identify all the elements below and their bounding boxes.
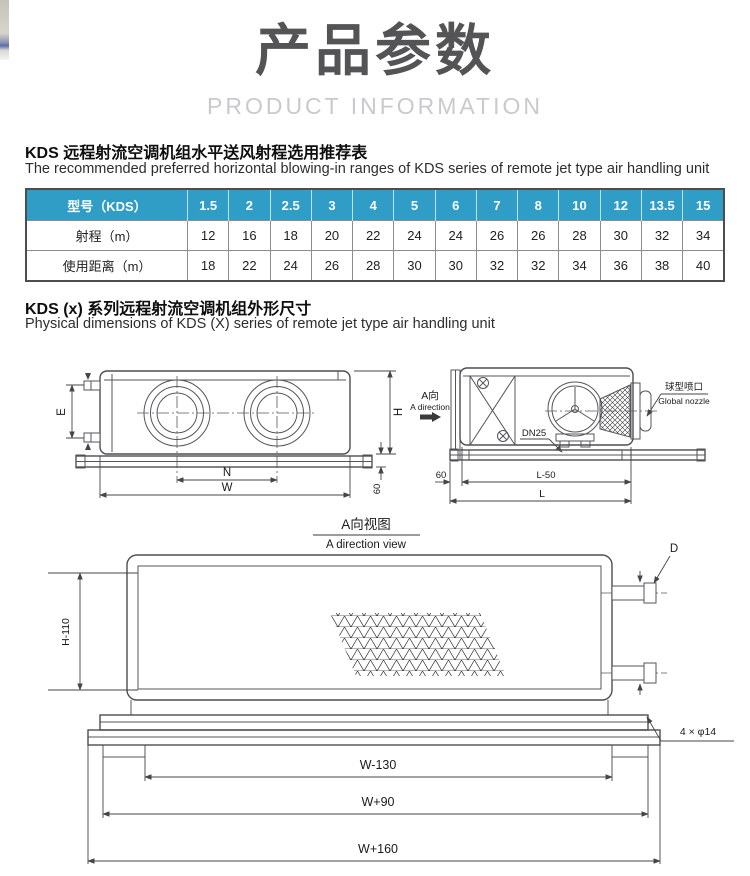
- table-header-cell: 3: [310, 189, 353, 221]
- table-cell: 16: [228, 220, 271, 251]
- table-cell: 20: [310, 220, 354, 251]
- title-block: 产品参数 PRODUCT INFORMATION: [0, 10, 750, 120]
- jet-range-table: 型号（KDS） 1.5 2 2.5 3 4 5 6 7 8 10 12 13.5…: [25, 188, 725, 282]
- table-header-cell: 5: [393, 189, 436, 221]
- table-header-cell: 2.5: [269, 189, 312, 221]
- table-cell: 26: [517, 220, 560, 251]
- dim-label-l: L: [539, 488, 545, 500]
- pipe-pointer-icon: [85, 373, 91, 380]
- coil-mesh: [330, 613, 506, 676]
- table-cell: 30: [434, 250, 477, 282]
- table-cell: 12: [186, 220, 230, 251]
- table-header-cell: 2: [228, 189, 271, 221]
- table-cell: 22: [352, 220, 395, 251]
- page-edge-artifact: [0, 0, 9, 60]
- nozzle-label-en: Global nozzle: [658, 396, 710, 406]
- nozzle-label-cn: 球型喷口: [665, 381, 703, 393]
- table-cell: 24: [393, 220, 436, 251]
- table-header-cell: 7: [475, 189, 518, 221]
- table-cell: 30: [393, 250, 436, 282]
- dim-label-d: D: [670, 543, 678, 555]
- table-cell: 32: [517, 250, 560, 282]
- table-cell: 34: [558, 250, 601, 282]
- section2-heading-en: Physical dimensions of KDS (X) series of…: [25, 316, 495, 332]
- table-header-cell: 4: [352, 189, 394, 221]
- dim-label-w90: W+90: [361, 795, 394, 809]
- dim-label-w160: W+160: [358, 842, 398, 856]
- table-header-cell: 6: [434, 189, 477, 221]
- table-cell: 34: [682, 220, 725, 251]
- section2-heading-cn: KDS (x) 系列远程射流空调机组外形尺寸: [25, 301, 312, 318]
- a-direction-view-drawing: A向视图 A direction view H-110 D: [48, 517, 734, 864]
- dim-label-e: E: [56, 408, 68, 416]
- table-header-cell: 12: [599, 189, 642, 221]
- dim-label-60-side: 60: [436, 470, 447, 481]
- section1-heading-en: The recommended preferred horizontal blo…: [25, 161, 710, 177]
- table-cell: 26: [310, 250, 354, 282]
- table-cell: 24: [434, 220, 477, 251]
- dim-label-holes: 4 × φ14: [680, 726, 716, 738]
- table-cell: 18: [186, 250, 230, 282]
- dim-label-h110: H-110: [60, 618, 72, 646]
- side-view-drawing: A向 A direction: [410, 367, 710, 504]
- a-direction-label-cn: A向: [421, 389, 439, 402]
- dim-label-h: H: [393, 408, 405, 416]
- table-header-cell: 10: [558, 189, 601, 221]
- a-direction-label-en: A direction: [410, 402, 450, 412]
- a-direction-arrow-icon: [420, 412, 441, 422]
- table-cell: 28: [352, 250, 395, 282]
- table-cell: 40: [682, 250, 725, 282]
- table-cell: 36: [599, 250, 642, 282]
- target-mark-icon: [497, 430, 509, 442]
- page-title: 产品参数: [255, 19, 495, 82]
- table-row-label: 使用距离（m）: [25, 250, 188, 282]
- table-row: 使用距离（m） 18 22 24 26 28 30 30 32 32 34 36…: [25, 250, 725, 282]
- dim-label-w: W: [222, 482, 233, 494]
- table-header-cell: 8: [517, 189, 559, 221]
- table-header-row: 型号（KDS） 1.5 2 2.5 3 4 5 6 7 8 10 12 13.5…: [26, 189, 724, 221]
- table-cell: 24: [269, 250, 312, 282]
- table-header-cell: 型号（KDS）: [26, 189, 188, 221]
- front-view-drawing: E H 60 N: [56, 370, 405, 498]
- table-cell: 28: [558, 220, 601, 251]
- section1-heading-cn: KDS 远程射流空调机组水平送风射程选用推荐表: [25, 145, 368, 162]
- table-cell: 26: [475, 220, 519, 251]
- dim-label-l50: L-50: [536, 470, 555, 481]
- table-cell: 38: [640, 250, 684, 282]
- table-header-cell: 15: [682, 189, 724, 221]
- table-header-cell: 13.5: [640, 189, 683, 221]
- table-cell: 32: [475, 250, 519, 282]
- table-cell: 18: [269, 220, 312, 251]
- a-view-title-en: A direction view: [326, 539, 407, 551]
- dim-label-60: 60: [372, 484, 383, 495]
- dim-label-n: N: [223, 467, 231, 479]
- page-subtitle: PRODUCT INFORMATION: [207, 93, 543, 120]
- dim-label-w130: W-130: [360, 758, 397, 772]
- pipe-size-label: DN25: [522, 428, 546, 439]
- table-cell: 30: [599, 220, 642, 251]
- a-view-title-cn: A向视图: [341, 517, 391, 532]
- fan-icon: [547, 381, 603, 437]
- table-cell: 22: [228, 250, 271, 282]
- table-header-cell: 1.5: [186, 189, 229, 221]
- target-mark-icon: [477, 377, 489, 389]
- pipe-pointer-icon: [85, 443, 91, 450]
- table-row-label: 射程（m）: [25, 220, 188, 251]
- table-row: 射程（m） 12 16 18 20 22 24 24 26 26 28 30 3…: [25, 220, 725, 251]
- technical-drawings: E H 60 N: [48, 367, 734, 864]
- table-cell: 32: [640, 220, 684, 251]
